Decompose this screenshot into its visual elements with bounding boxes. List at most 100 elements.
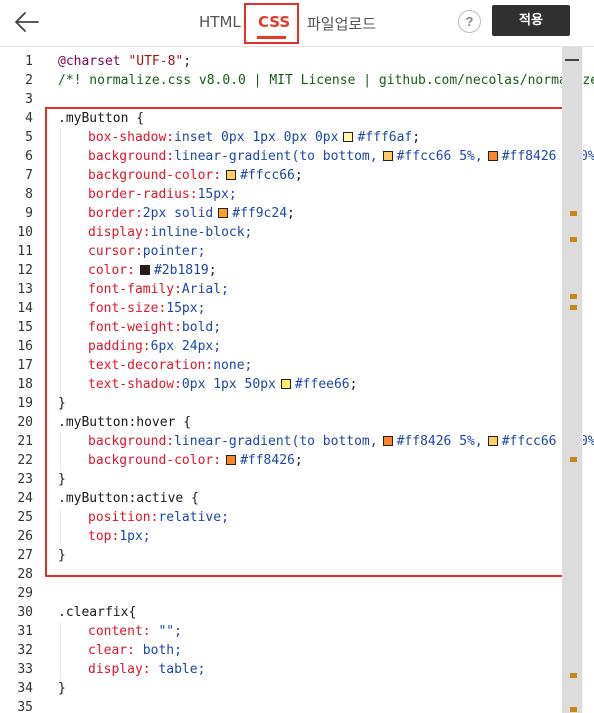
color-swatch[interactable] xyxy=(218,208,229,218)
indent-guide xyxy=(60,432,61,470)
line-number: 30 xyxy=(17,605,33,620)
selector-text: .myButton:active { xyxy=(58,491,199,506)
code-lines: 1@charset "UTF-8"; 2/*! normalize.css v8… xyxy=(0,52,594,713)
indent-guide xyxy=(60,508,61,546)
line-number: 18 xyxy=(17,377,33,392)
code-line: 24 .myButton:active { xyxy=(0,489,562,508)
line-number: 13 xyxy=(17,282,33,297)
color-swatch[interactable] xyxy=(343,132,354,142)
line-number: 32 xyxy=(17,643,33,658)
code-line: 23} xyxy=(0,470,562,489)
line-number: 29 xyxy=(17,586,33,601)
indent-guide xyxy=(60,128,61,413)
overview-ruler-mark xyxy=(570,673,577,678)
overview-ruler-mark xyxy=(570,707,577,712)
color-swatch[interactable] xyxy=(139,265,150,275)
line-number: 34 xyxy=(17,681,33,696)
line-number: 28 xyxy=(17,567,33,582)
line-number: 5 xyxy=(25,130,33,145)
line-number: 26 xyxy=(17,529,33,544)
indent-guide xyxy=(60,622,61,679)
active-tab-underline xyxy=(257,36,286,39)
line-number: 35 xyxy=(17,700,33,713)
line-number: 6 xyxy=(25,149,33,164)
overview-ruler-mark xyxy=(570,457,577,462)
line-number: 20 xyxy=(17,415,33,430)
css-code-editor[interactable]: 1@charset "UTF-8"; 2/*! normalize.css v8… xyxy=(0,47,594,713)
code-line: 20 .myButton:hover { xyxy=(0,413,562,432)
code-line: 30 .clearfix{ xyxy=(0,603,562,622)
line-number: 12 xyxy=(17,263,33,278)
mybutton-block-highlight-box xyxy=(45,107,572,577)
color-swatch[interactable] xyxy=(382,151,393,161)
line-number: 21 xyxy=(17,434,33,449)
code-line: 34} xyxy=(0,679,562,698)
line-number: 16 xyxy=(17,339,33,354)
color-swatch[interactable] xyxy=(487,436,498,446)
selector-text: .clearfix{ xyxy=(58,605,137,620)
line-number: 22 xyxy=(17,453,33,468)
line-number: 4 xyxy=(25,111,33,126)
code-line: 29 xyxy=(0,584,562,603)
top-bar: HTML CSS 파일업로드 ? 적용 xyxy=(0,0,594,47)
line-number: 14 xyxy=(17,301,33,316)
line-number: 11 xyxy=(17,244,33,259)
tab-html[interactable]: HTML xyxy=(199,13,241,31)
line-number: 25 xyxy=(17,510,33,525)
scrollbar-thumb[interactable] xyxy=(563,47,582,713)
line-number: 2 xyxy=(25,73,33,88)
code-line: 28 xyxy=(0,565,562,584)
code-line: 35 xyxy=(0,698,562,713)
color-swatch[interactable] xyxy=(280,379,291,389)
selector-text: .myButton { xyxy=(58,111,145,126)
color-swatch[interactable] xyxy=(226,170,237,180)
line-number: 7 xyxy=(25,168,33,183)
color-swatch[interactable] xyxy=(487,151,498,161)
color-swatch[interactable] xyxy=(382,436,393,446)
selector-text: .myButton:hover { xyxy=(58,415,192,430)
apply-button[interactable]: 적용 xyxy=(492,5,570,36)
back-arrow-icon[interactable] xyxy=(14,10,40,34)
line-number: 31 xyxy=(17,624,33,639)
comment-text: /*! normalize.css v8.0.0 | MIT License |… xyxy=(58,73,594,88)
line-number: 27 xyxy=(17,548,33,563)
line-number: 17 xyxy=(17,358,33,373)
tab-file-upload[interactable]: 파일업로드 xyxy=(307,15,377,33)
code-line: 19} xyxy=(0,394,562,413)
code-line: 3 xyxy=(0,90,562,109)
line-number: 1 xyxy=(25,54,33,69)
line-number: 19 xyxy=(17,396,33,411)
line-number: 33 xyxy=(17,662,33,677)
line-number: 3 xyxy=(25,92,33,107)
color-swatch[interactable] xyxy=(226,455,237,465)
help-icon[interactable]: ? xyxy=(458,10,481,33)
scroll-top-marker xyxy=(565,59,579,61)
code-line: 2 /*! normalize.css v8.0.0 | MIT License … xyxy=(0,71,594,90)
tab-css[interactable]: CSS xyxy=(258,13,291,31)
overview-ruler-mark xyxy=(570,305,577,310)
line-number: 8 xyxy=(25,187,33,202)
line-number: 24 xyxy=(17,491,33,506)
line-number: 23 xyxy=(17,472,33,487)
line-number: 9 xyxy=(25,206,33,221)
